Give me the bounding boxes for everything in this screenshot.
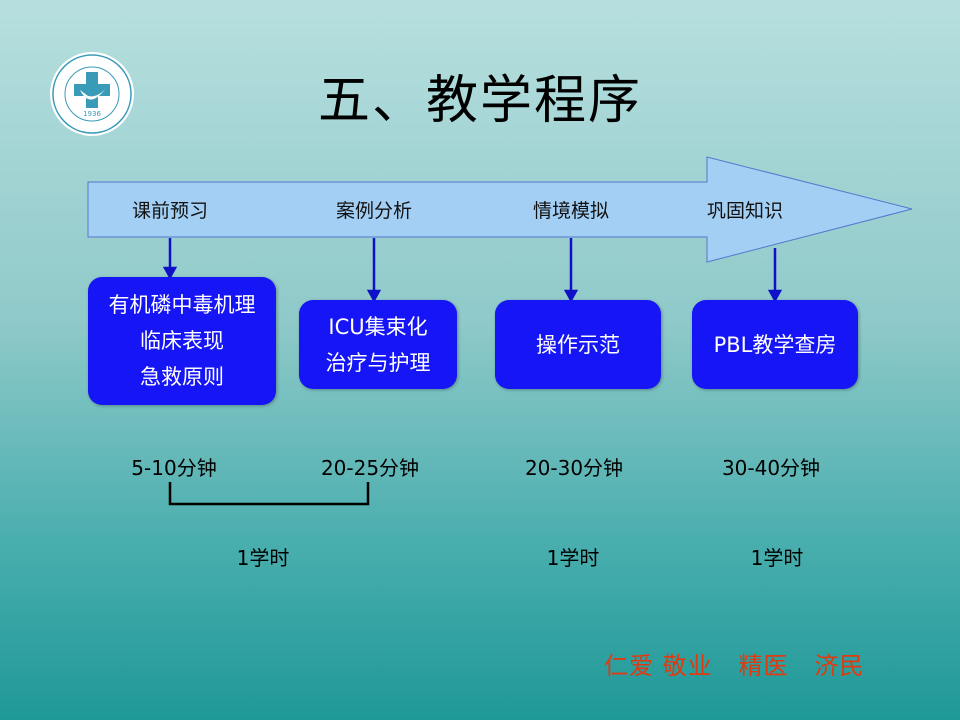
box-line: 治疗与护理 xyxy=(325,350,431,375)
motto: 仁爱 敬业 精医 济民 xyxy=(604,652,865,680)
box-organophosphate: 有机磷中毒机理 临床表现 急救原则 xyxy=(88,277,276,405)
time-label: 30-40分钟 xyxy=(721,456,821,480)
time-label: 20-30分钟 xyxy=(524,456,624,480)
hour-label: 1学时 xyxy=(750,546,804,570)
box-line: 操作示范 xyxy=(536,332,620,357)
time-bracket xyxy=(168,482,370,506)
stage-consolidation: 巩固知识 xyxy=(706,200,784,222)
svg-text:1936: 1936 xyxy=(83,110,101,118)
box-icu-bundle: ICU集束化 治疗与护理 xyxy=(299,300,457,389)
hour-label: 1学时 xyxy=(546,546,600,570)
box-line: 临床表现 xyxy=(140,329,224,353)
hour-label: 1学时 xyxy=(236,546,290,570)
stage-case-analysis: 案例分析 xyxy=(335,200,413,222)
box-line: 急救原则 xyxy=(140,365,224,389)
time-label: 20-25分钟 xyxy=(320,456,420,480)
stage-simulation: 情境模拟 xyxy=(532,200,610,222)
time-label: 5-10分钟 xyxy=(131,456,217,480)
box-demo: 操作示范 xyxy=(495,300,661,389)
hospital-logo: 1936 xyxy=(50,52,134,136)
box-line: PBL教学查房 xyxy=(713,332,837,357)
stage-pre-study: 课前预习 xyxy=(131,200,209,222)
box-line: 有机磷中毒机理 xyxy=(108,293,256,317)
box-pbl: PBL教学查房 xyxy=(692,300,858,389)
box-line: ICU集束化 xyxy=(328,314,428,339)
slide-title: 五、教学程序 xyxy=(317,71,642,131)
